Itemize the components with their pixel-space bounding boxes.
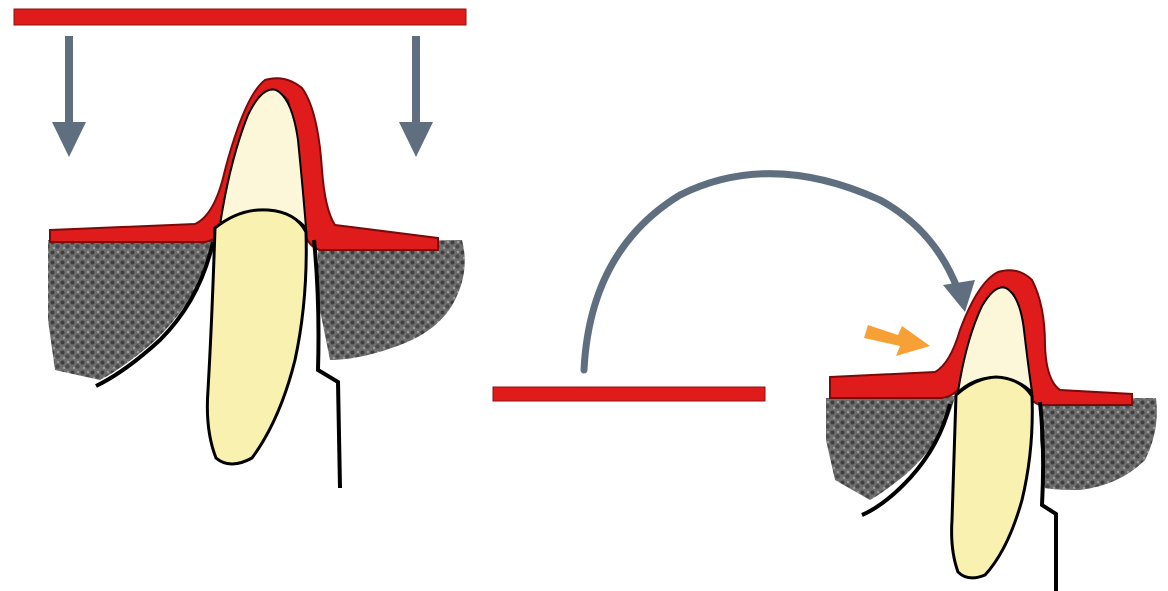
bone-right-panel-left bbox=[826, 396, 955, 500]
tooth-root-right bbox=[952, 377, 1033, 578]
down-arrow-right bbox=[399, 36, 433, 157]
membrane-bar-flat bbox=[14, 9, 466, 25]
highlight-arrow bbox=[864, 325, 930, 356]
right-panel bbox=[493, 174, 1157, 591]
bone-right bbox=[318, 240, 465, 360]
left-panel bbox=[14, 9, 466, 488]
bone-left bbox=[48, 238, 215, 380]
bone-right-panel-right bbox=[1040, 398, 1157, 490]
down-arrow-left bbox=[52, 36, 86, 157]
membrane-bar-flat-right bbox=[493, 387, 765, 401]
tooth-root bbox=[207, 210, 306, 464]
